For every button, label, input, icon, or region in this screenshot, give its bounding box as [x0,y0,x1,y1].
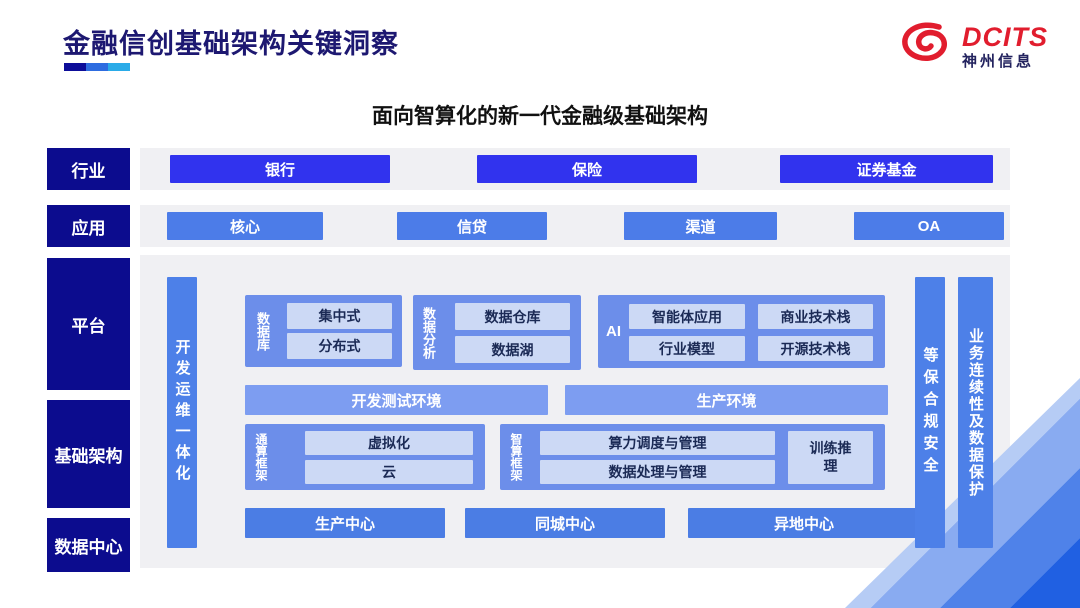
logo-brand-text: DCITS [962,22,1048,53]
ai-group-label: AI [606,323,621,340]
database-group-label: 数据库 [255,311,270,351]
analytics-item-lake[interactable]: 数据湖 [455,336,570,363]
ai-compute-group: 智算框架 算力调度与管理 数据处理与管理 训练推理 [500,424,885,490]
title-underline-segment-dark [64,63,86,71]
ai-group: AI 智能体应用 商业技术栈 行业模型 开源技术栈 [598,295,885,368]
app-item-core[interactable]: 核心 [167,212,323,240]
security-compliance-bar: 等保合规安全 [915,277,945,548]
ai-compute-item-train-infer[interactable]: 训练推理 [788,431,873,484]
app-item-credit[interactable]: 信贷 [397,212,547,240]
database-item-centralized[interactable]: 集中式 [287,303,392,329]
env-production[interactable]: 生产环境 [565,385,888,415]
database-item-distributed[interactable]: 分布式 [287,333,392,359]
dcits-swirl-icon [898,20,954,73]
general-compute-group: 通算框架 虚拟化 云 [245,424,485,490]
datacenter-remote[interactable]: 异地中心 [688,508,920,538]
ai-compute-label: 智算框架 [509,433,523,481]
diagram-subtitle: 面向智算化的新一代金融级基础架构 [372,105,708,128]
industry-item-bank[interactable]: 银行 [170,155,390,183]
general-compute-label: 通算框架 [254,433,268,481]
devops-bar: 开发运维一体化 [167,277,197,548]
ai-compute-item-scheduling[interactable]: 算力调度与管理 [540,431,775,455]
industry-item-insurance[interactable]: 保险 [477,155,697,183]
datacenter-production[interactable]: 生产中心 [245,508,445,538]
analytics-group-label: 数据分析 [421,306,436,359]
title-underline-segment-light [108,63,130,71]
title-underline-segment-mid [86,63,108,71]
analytics-group: 数据分析 数据仓库 数据湖 [413,295,581,370]
app-item-channel[interactable]: 渠道 [624,212,777,240]
page-title: 金融信创基础架构关键洞察 [63,29,399,59]
ai-compute-item-data-mgmt[interactable]: 数据处理与管理 [540,460,775,484]
ai-item-agent-apps[interactable]: 智能体应用 [629,304,745,329]
compute-item-cloud[interactable]: 云 [305,460,473,484]
logo-company-text: 神州信息 [962,52,1035,70]
ai-item-industry-models[interactable]: 行业模型 [629,336,745,361]
sidebar-item-datacenter: 数据中心 [47,518,130,572]
app-item-oa[interactable]: OA [854,212,1004,240]
ai-item-opensource-stack[interactable]: 开源技术栈 [758,336,873,361]
database-group: 数据库 集中式 分布式 [245,295,402,367]
analytics-item-warehouse[interactable]: 数据仓库 [455,303,570,330]
company-logo: DCITS 神州信息 [898,20,1048,73]
sidebar-item-industry: 行业 [47,148,130,190]
sidebar-item-infrastructure: 基础架构 [47,400,130,508]
industry-item-securities[interactable]: 证券基金 [780,155,993,183]
datacenter-same-city[interactable]: 同城中心 [465,508,665,538]
sidebar-item-application: 应用 [47,205,130,247]
ai-item-commercial-stack[interactable]: 商业技术栈 [758,304,873,329]
env-dev-test[interactable]: 开发测试环境 [245,385,548,415]
business-continuity-bar: 业务连续性及数据保护 [958,277,993,548]
compute-item-virtualization[interactable]: 虚拟化 [305,431,473,455]
sidebar-item-platform: 平台 [47,258,130,390]
